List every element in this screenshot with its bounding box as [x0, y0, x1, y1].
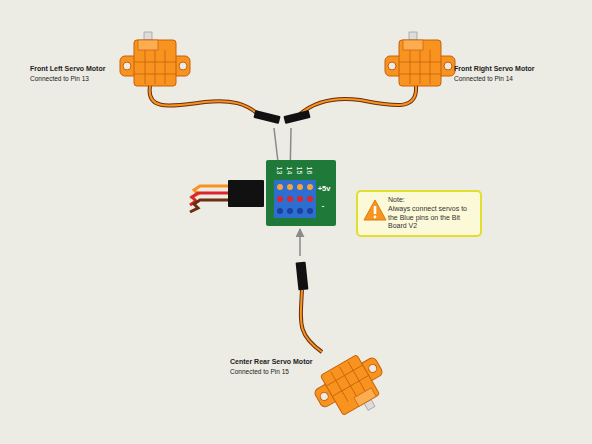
pin-connection: Connected to Pin 14 [454, 75, 513, 83]
servo-motor [308, 348, 396, 430]
note-body: Always connect servos to the Blue pins o… [388, 205, 475, 231]
servo-name: Center Rear Servo Motor [230, 358, 312, 367]
servo-name: Front Right Servo Motor [454, 65, 535, 74]
pin-number: 16 [306, 166, 313, 174]
bit-board: 13141516 +5v - [266, 160, 336, 226]
pin-connection: Connected to Pin 15 [230, 368, 289, 376]
power-label: +5v [318, 185, 331, 193]
pin-number: 13 [276, 166, 283, 174]
pin-connection: Connected to Pin 13 [30, 75, 89, 83]
note-box: Note:Always connect servos to the Blue p… [356, 190, 482, 237]
warning-icon [363, 199, 387, 221]
power-label: - [322, 202, 325, 210]
servo-motor [385, 32, 455, 86]
pin-number: 14 [286, 166, 293, 174]
note-heading: Note: [388, 196, 475, 205]
servo-name: Front Left Servo Motor [30, 65, 105, 74]
servo-motor [120, 32, 190, 86]
pin-number: 15 [296, 166, 303, 174]
